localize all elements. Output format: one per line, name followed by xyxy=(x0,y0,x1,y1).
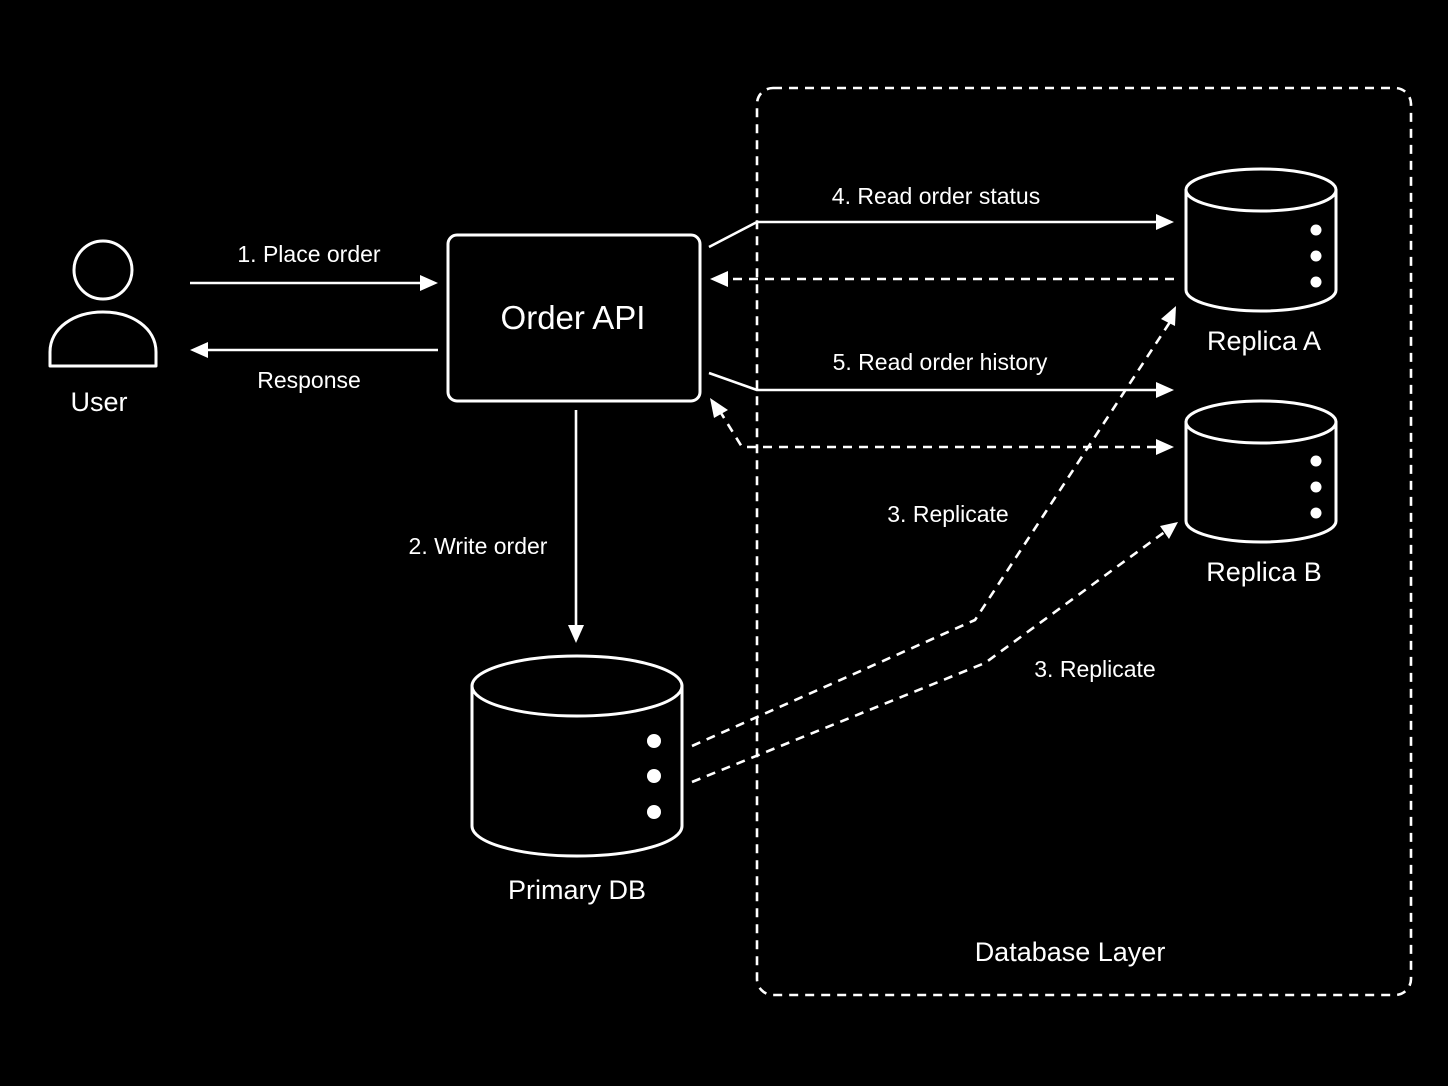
edge-replicate-b-label: 3. Replicate xyxy=(1034,656,1155,682)
arrowhead-icon xyxy=(1156,214,1174,230)
primary-db-node: Primary DB xyxy=(470,654,684,905)
replica-b-node: Replica B xyxy=(1184,399,1338,587)
order-api-box xyxy=(446,233,702,403)
edge-read-history-label: 5. Read order history xyxy=(833,349,1048,375)
database-layer-boundary xyxy=(755,86,1413,997)
order-api-label: Order API xyxy=(501,299,646,336)
replica-b-database-icon xyxy=(1184,399,1338,544)
primary-db-label: Primary DB xyxy=(508,875,646,905)
user-node: User xyxy=(48,239,158,417)
database-layer-group: Database Layer xyxy=(755,86,1413,997)
arrowhead-icon xyxy=(1160,522,1178,539)
arrowhead-icon xyxy=(568,625,584,643)
edge-read-status-return xyxy=(710,271,1174,287)
user-icon xyxy=(48,239,158,368)
arrowhead-icon xyxy=(190,342,208,358)
edge-place-order: 1. Place order xyxy=(190,241,438,291)
arrowhead-icon xyxy=(1161,306,1176,326)
primary-database-icon xyxy=(470,654,684,858)
replica-a-label: Replica A xyxy=(1207,326,1321,356)
arrowhead-icon xyxy=(1156,439,1174,455)
edge-read-status-label: 4. Read order status xyxy=(832,183,1040,209)
edge-response: Response xyxy=(190,342,438,393)
edge-read-history: 5. Read order history xyxy=(708,349,1174,398)
arrowhead-icon xyxy=(420,275,438,291)
edge-replicate-a-label: 3. Replicate xyxy=(887,501,1008,527)
arrowhead-icon xyxy=(710,398,728,418)
edge-response-label: Response xyxy=(257,367,361,393)
edge-replicate-a: 3. Replicate xyxy=(691,306,1176,748)
order-api-node: Order API xyxy=(446,233,702,403)
arrowhead-icon xyxy=(1156,382,1174,398)
database-layer-label: Database Layer xyxy=(975,937,1166,967)
edge-write-order-label: 2. Write order xyxy=(409,533,548,559)
replica-b-label: Replica B xyxy=(1206,557,1322,587)
replica-a-database-icon xyxy=(1184,167,1338,313)
edge-replicate-b: 3. Replicate xyxy=(691,522,1178,784)
edge-read-history-return xyxy=(710,398,1174,455)
edge-write-order: 2. Write order xyxy=(409,410,584,643)
replica-a-node: Replica A xyxy=(1184,167,1338,356)
arrowhead-icon xyxy=(710,271,728,287)
edge-read-status: 4. Read order status xyxy=(708,183,1174,249)
user-label: User xyxy=(70,387,127,417)
edge-place-order-label: 1. Place order xyxy=(237,241,381,267)
